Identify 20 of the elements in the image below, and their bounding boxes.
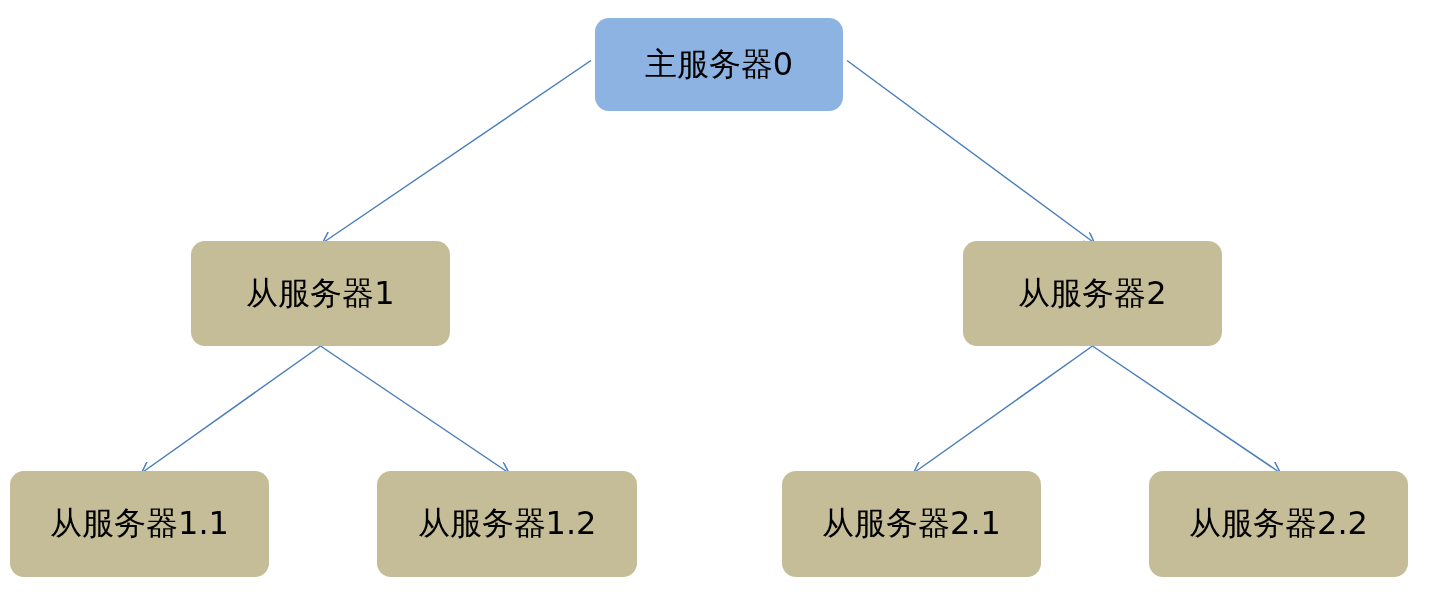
slave-server-box bbox=[191, 241, 450, 346]
arrow bbox=[140, 345, 322, 474]
arrow bbox=[912, 345, 1094, 474]
node-label: 从服务器2 bbox=[1018, 272, 1167, 314]
arrow bbox=[319, 345, 510, 474]
slave-server-box bbox=[963, 241, 1222, 346]
slave-server-box bbox=[377, 471, 637, 577]
slave-server-box bbox=[782, 471, 1041, 577]
node-label: 从服务器1 bbox=[246, 272, 395, 314]
slave-server-box bbox=[10, 471, 269, 577]
master-server-box bbox=[595, 18, 843, 111]
node-label: 主服务器0 bbox=[644, 43, 794, 85]
node-label: 从服务器2.1 bbox=[822, 503, 1001, 544]
arrow bbox=[846, 59, 1096, 244]
arrow bbox=[1091, 345, 1282, 474]
slave-server-box bbox=[1149, 471, 1408, 577]
arrow bbox=[321, 59, 592, 244]
node-label: 从服务器1.2 bbox=[417, 503, 597, 544]
node-label: 从服务器2.2 bbox=[1189, 503, 1368, 544]
node-label: 从服务器1.1 bbox=[50, 503, 229, 544]
